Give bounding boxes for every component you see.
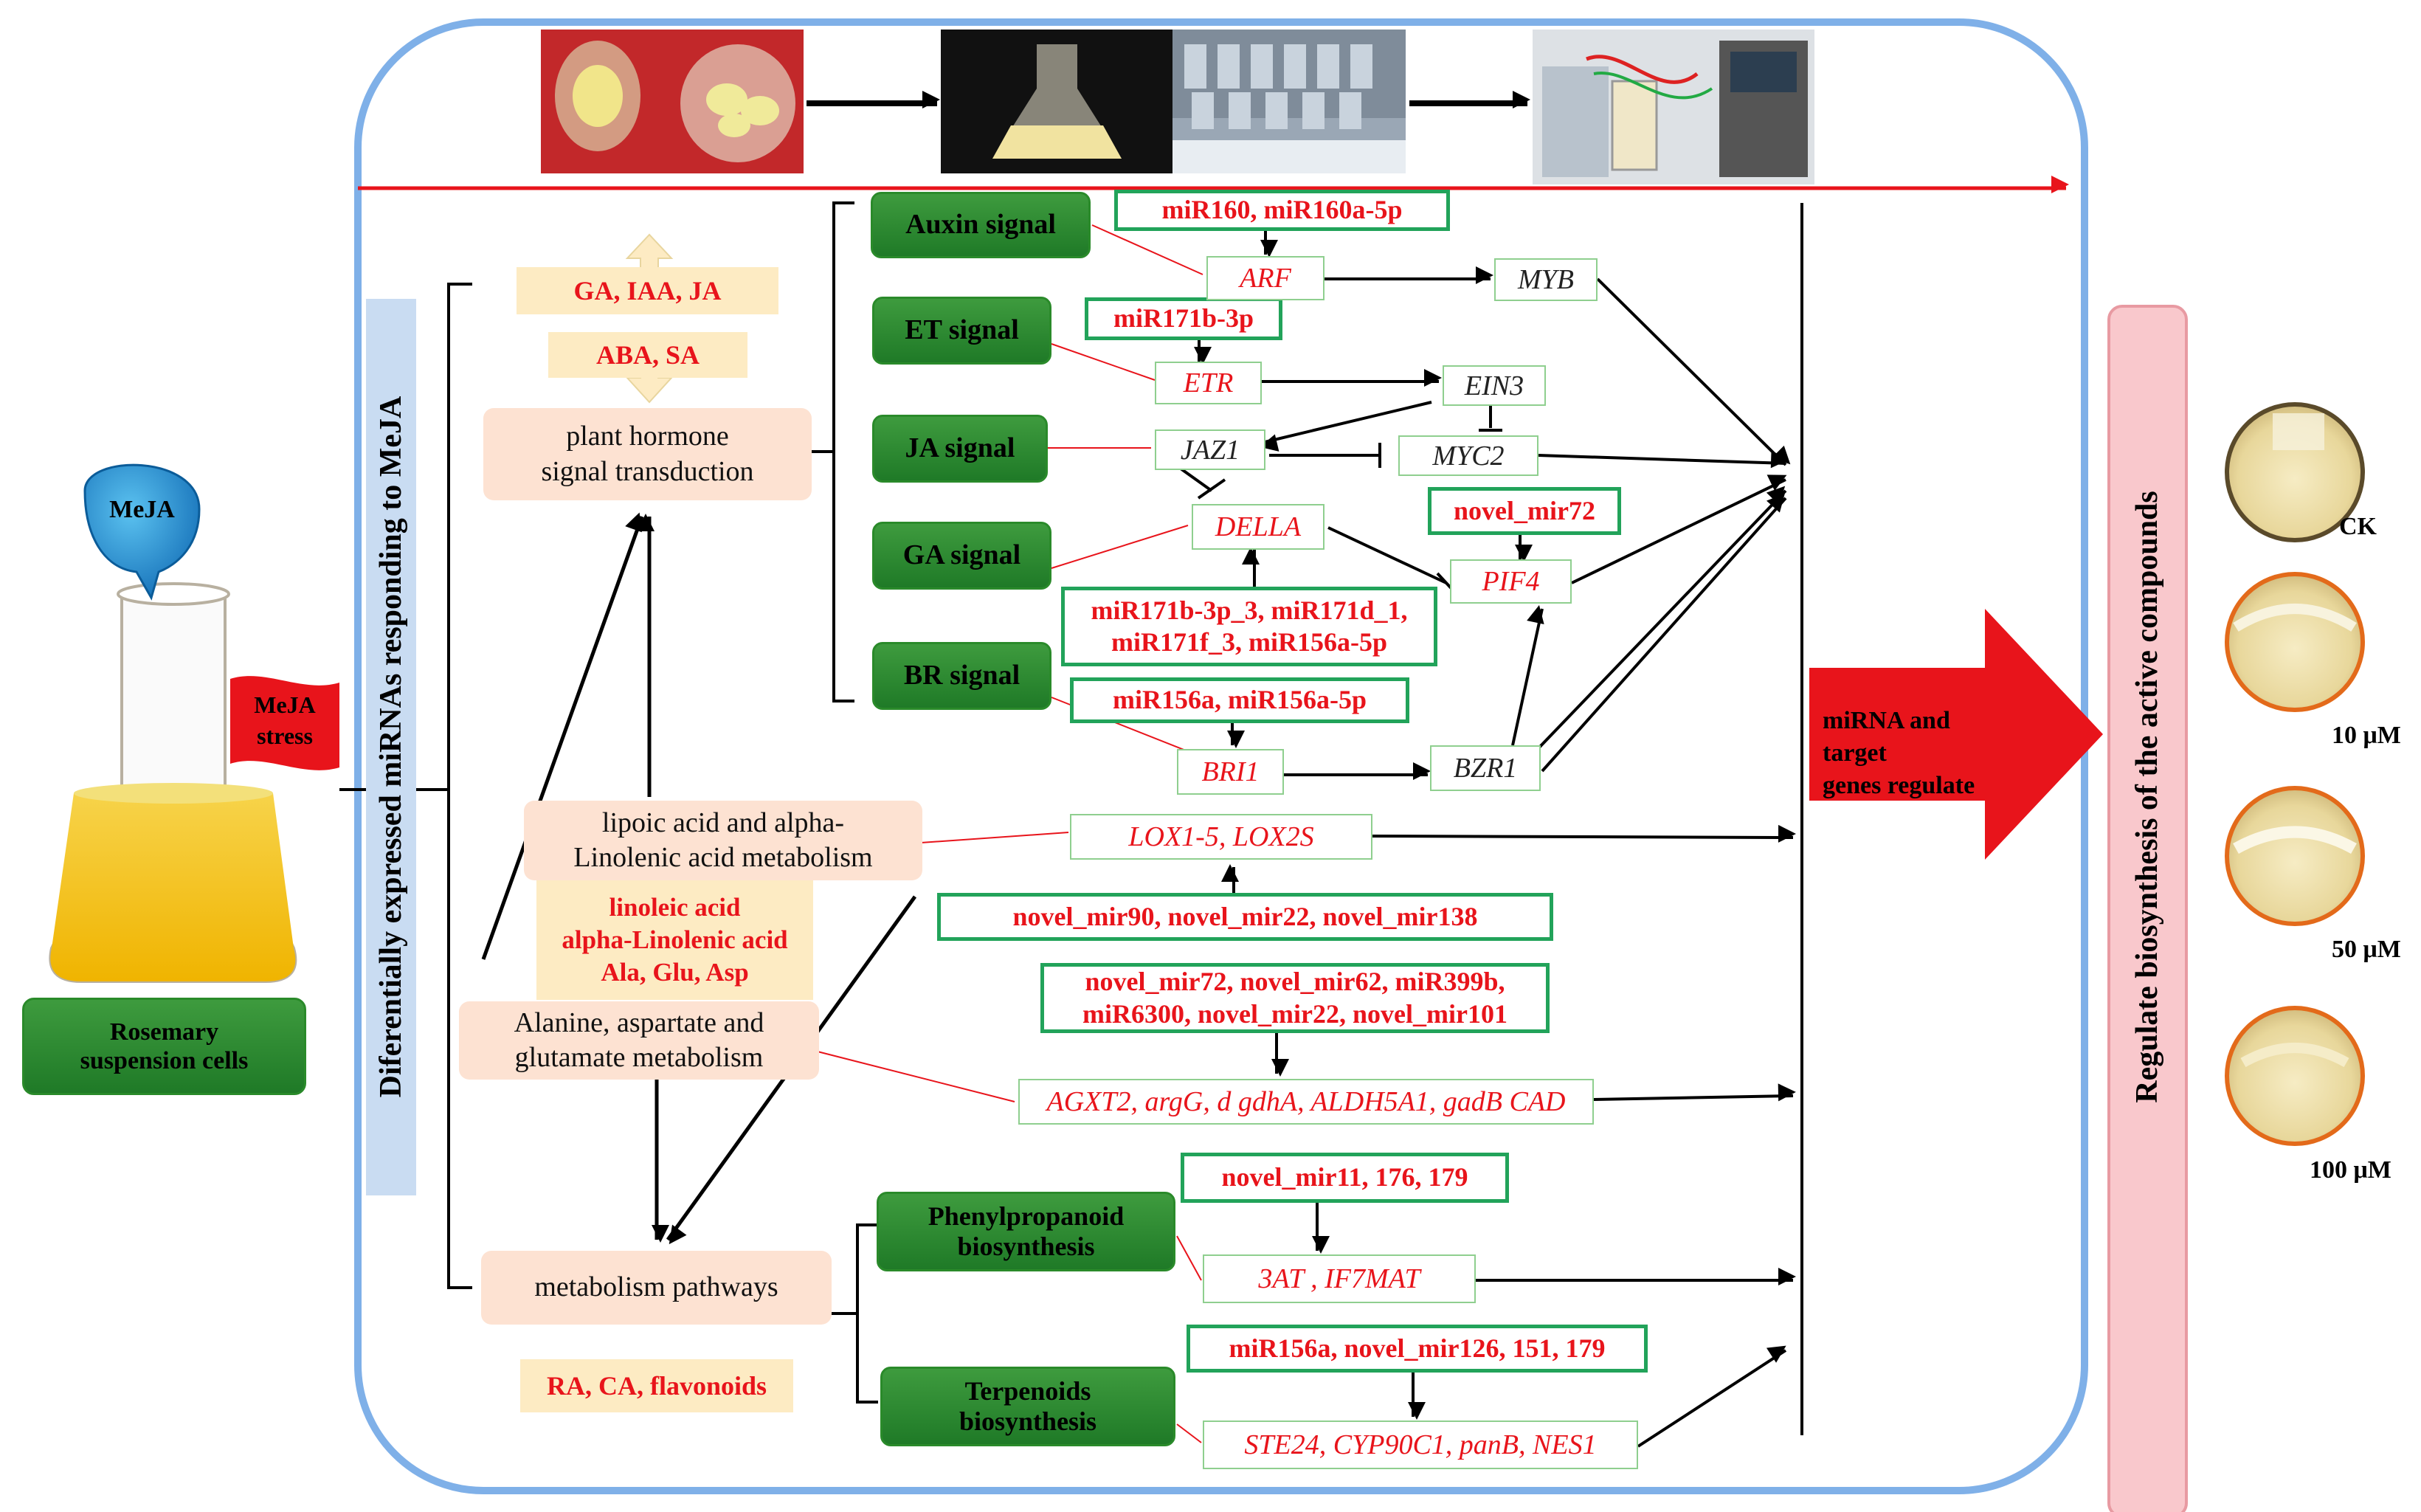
metabolism-pathways: metabolism pathways [481, 1251, 832, 1325]
gene-etr: ETR [1155, 362, 1262, 404]
signal-ga: GA signal [872, 522, 1051, 590]
gene-agxt: AGXT2, argG, d gdhA, ALDH5A1, gadB CAD [1018, 1079, 1594, 1125]
rosemary-box: Rosemary suspension cells [22, 998, 306, 1095]
transduction-line1: plant hormone [566, 421, 729, 452]
gene-myc2: MYC2 [1398, 435, 1538, 476]
treatment-100: 100 μM [2310, 1156, 2391, 1184]
gene-della: DELLA [1192, 504, 1325, 550]
gene-jaz1: JAZ1 [1155, 429, 1265, 470]
mirna-auxin: miR160, miR160a-5p [1114, 190, 1450, 231]
vial-ck [2225, 402, 2365, 542]
culture-photo-flask [941, 30, 1172, 173]
compound-alpha-linolenic: alpha-Linolenic acid [562, 925, 788, 955]
treatment-ck: CK [2339, 513, 2377, 540]
mirna-agxt-line2: miR6300, novel_mir22, novel_mir101 [1082, 998, 1507, 1029]
regulate-pill [2107, 305, 2188, 1512]
metabolism-compounds: RA, CA, flavonoids [520, 1359, 793, 1412]
culture-photo-callus [541, 30, 804, 173]
regulate-arrow-text: miRNA and target genes regulate [1823, 705, 2007, 803]
regulate-arrow-line2: genes regulate [1823, 772, 1975, 800]
regulate-big-arrow [1809, 609, 2103, 860]
vertical-label: Diferentially expressed miRNAs respondin… [374, 396, 408, 1098]
lipoic-compounds: linoleic acid alpha-Linolenic acid Ala, … [536, 880, 813, 1000]
mirna-agxt: novel_mir72, novel_mir62, miR399b, miR63… [1040, 963, 1550, 1033]
gene-myb: MYB [1494, 258, 1598, 301]
mirna-agxt-line1: novel_mir72, novel_mir62, miR399b, [1085, 967, 1505, 997]
signal-ja: JA signal [872, 415, 1048, 483]
mirna-et: miR171b-3p [1085, 297, 1282, 340]
lipoic-line2: Linolenic acid metabolism [573, 842, 873, 873]
signal-et: ET signal [872, 297, 1051, 365]
mirna-pif: novel_mir72 [1428, 487, 1621, 535]
gene-terp: STE24, CYP90C1, panB, NES1 [1203, 1420, 1638, 1469]
culture-photo-shaker [1172, 30, 1406, 173]
lipoic-pathway: lipoic acid and alpha- Linolenic acid me… [524, 801, 922, 880]
gene-lox: LOX1-5, LOX2S [1070, 814, 1372, 860]
treatment-50: 50 μM [2332, 936, 2401, 963]
treatment-10: 10 μM [2332, 722, 2401, 749]
signal-auxin: Auxin signal [871, 192, 1091, 258]
alanine-pathway: Alanine, aspartate and glutamate metabol… [459, 1001, 819, 1080]
culture-photo-bioreactor [1533, 30, 1814, 184]
mirna-br: miR156a, miR156a-5p [1070, 677, 1409, 723]
alanine-line2: glutamate metabolism [514, 1042, 764, 1073]
meja-stress-text: MeJA stress [254, 691, 316, 749]
vial-100 [2225, 1006, 2365, 1146]
right-vertical-label: Regulate biosynthesis of the active comp… [2130, 491, 2164, 1103]
mirna-lox: novel_mir90, novel_mir22, novel_mir138 [937, 893, 1553, 941]
mirna-phenyl: novel_mir11, 176, 179 [1181, 1153, 1509, 1203]
signal-terpenoids: Terpenoids biosynthesis [880, 1367, 1175, 1446]
hormone-transduction: plant hormone signal transduction [483, 408, 812, 500]
vial-50 [2225, 786, 2365, 926]
mirna-della: miR171b-3p_3, miR171d_1, miR171f_3, miR1… [1061, 587, 1437, 666]
gene-arf: ARF [1206, 256, 1325, 300]
hormones-bottom: ABA, SA [548, 332, 747, 378]
lipoic-line1: lipoic acid and alpha- [601, 807, 845, 838]
terp-line2: biosynthesis [959, 1406, 1097, 1436]
meja-stress-flag [230, 676, 339, 770]
gene-phenyl: 3AT , IF7MAT [1203, 1254, 1476, 1303]
main-frame [354, 18, 2088, 1494]
vial-10 [2225, 572, 2365, 712]
hormones-top: GA, IAA, JA [517, 267, 778, 314]
phenyl-line2: biosynthesis [957, 1232, 1095, 1261]
mirna-della-line2: miR171f_3, miR156a-5p [1111, 627, 1387, 657]
compound-linoleic: linoleic acid [609, 893, 741, 922]
gene-bri1: BRI1 [1177, 749, 1284, 795]
transduction-line2: signal transduction [541, 455, 754, 487]
alanine-line1: Alanine, aspartate and [514, 1007, 764, 1038]
rosemary-line2: suspension cells [80, 1047, 249, 1074]
mirna-terp: miR156a, novel_mir126, 151, 179 [1187, 1325, 1648, 1373]
mirna-della-line1: miR171b-3p_3, miR171d_1, [1091, 595, 1408, 625]
phenyl-line1: Phenylpropanoid [928, 1201, 1125, 1231]
gene-bzr1: BZR1 [1430, 745, 1541, 791]
rosemary-line1: Rosemary [109, 1018, 219, 1046]
meja-stress-label: MeJA stress [233, 690, 336, 751]
flask-icon [49, 582, 297, 983]
gene-pif4: PIF4 [1450, 559, 1572, 604]
gene-ein3: EIN3 [1443, 365, 1546, 406]
regulate-arrow-line1: miRNA and target [1823, 707, 1950, 767]
compound-amino-acids: Ala, Glu, Asp [601, 957, 749, 987]
vertical-label-box [366, 299, 416, 1195]
signal-phenylpropanoid: Phenylpropanoid biosynthesis [877, 1192, 1175, 1271]
meja-drop-icon [83, 463, 201, 601]
terp-line1: Terpenoids [964, 1375, 1091, 1406]
meja-drop-label: MeJA [109, 496, 175, 523]
signal-br: BR signal [872, 642, 1051, 710]
